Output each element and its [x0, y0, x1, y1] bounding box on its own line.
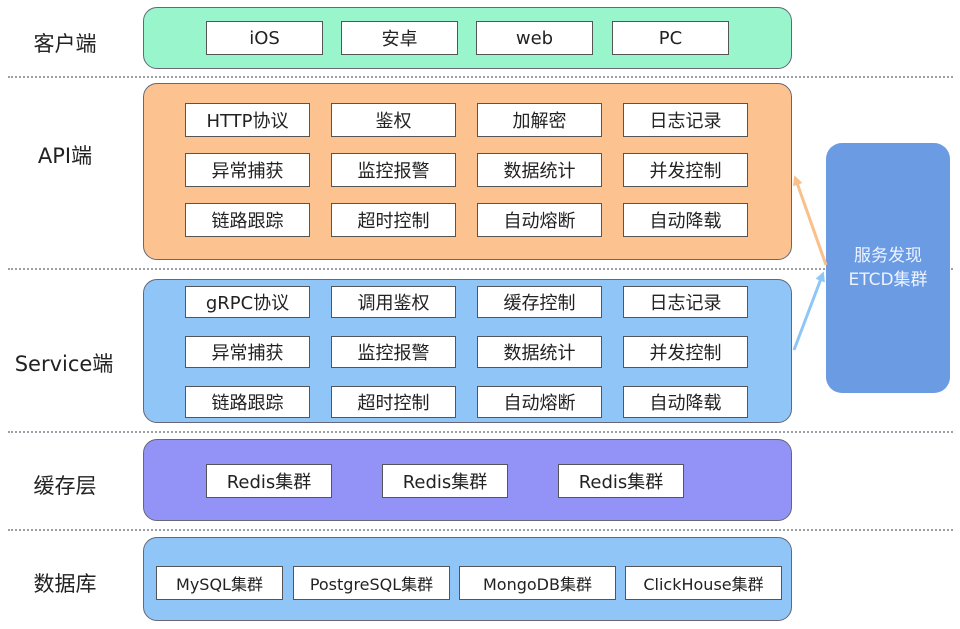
database-item: MySQL集群: [156, 566, 283, 600]
service-item: 监控报警: [331, 336, 456, 368]
service-item: 自动熔断: [477, 386, 602, 418]
cache-item: Redis集群: [558, 464, 684, 498]
service-item: 并发控制: [623, 336, 748, 368]
database-item: ClickHouse集群: [625, 566, 782, 600]
service-item: 调用鉴权: [331, 286, 456, 318]
separator: [8, 268, 953, 270]
arrow-etcd-to-api: [792, 175, 828, 266]
api-item: HTTP协议: [185, 103, 310, 137]
api-item: 异常捕获: [185, 153, 310, 187]
service-item: 链路跟踪: [185, 386, 310, 418]
api-item: 数据统计: [477, 153, 602, 187]
api-item: 链路跟踪: [185, 203, 310, 237]
api-layer: HTTP协议 鉴权 加解密 日志记录 异常捕获 监控报警 数据统计 并发控制 链…: [143, 83, 792, 260]
arrow-service-to-etcd: [792, 271, 825, 351]
layer-label-database: 数据库: [33, 572, 97, 596]
layer-label-service: Service端: [14, 352, 114, 376]
service-item: 异常捕获: [185, 336, 310, 368]
separator: [8, 431, 953, 433]
api-item: 自动降载: [623, 203, 748, 237]
client-item: PC: [612, 21, 729, 55]
api-item: 自动熔断: [477, 203, 602, 237]
service-item: 超时控制: [331, 386, 456, 418]
api-item: 并发控制: [623, 153, 748, 187]
client-item: iOS: [206, 21, 323, 55]
separator: [8, 76, 953, 78]
api-item: 加解密: [477, 103, 602, 137]
api-item: 日志记录: [623, 103, 748, 137]
etcd-line-2: ETCD集群: [848, 270, 928, 290]
service-item: 缓存控制: [477, 286, 602, 318]
layer-label-cache: 缓存层: [33, 474, 97, 498]
database-layer: MySQL集群 PostgreSQL集群 MongoDB集群 ClickHous…: [143, 537, 792, 621]
cache-layer: Redis集群 Redis集群 Redis集群: [143, 439, 792, 521]
database-item: PostgreSQL集群: [293, 566, 450, 600]
cache-item: Redis集群: [206, 464, 332, 498]
etcd-service-discovery: 服务发现 ETCD集群: [826, 143, 950, 393]
service-item: 自动降载: [623, 386, 748, 418]
separator: [8, 529, 953, 531]
layer-label-api: API端: [37, 144, 93, 168]
api-item: 监控报警: [331, 153, 456, 187]
api-item: 超时控制: [331, 203, 456, 237]
client-item: web: [476, 21, 593, 55]
service-item: gRPC协议: [185, 286, 310, 318]
database-item: MongoDB集群: [459, 566, 616, 600]
service-item: 数据统计: [477, 336, 602, 368]
etcd-line-1: 服务发现: [854, 246, 922, 266]
client-layer: iOS 安卓 web PC: [143, 7, 792, 69]
cache-item: Redis集群: [382, 464, 508, 498]
client-item: 安卓: [341, 21, 458, 55]
service-item: 日志记录: [623, 286, 748, 318]
service-layer: gRPC协议 调用鉴权 缓存控制 日志记录 异常捕获 监控报警 数据统计 并发控…: [143, 279, 792, 423]
layer-label-client: 客户端: [33, 32, 97, 56]
api-item: 鉴权: [331, 103, 456, 137]
